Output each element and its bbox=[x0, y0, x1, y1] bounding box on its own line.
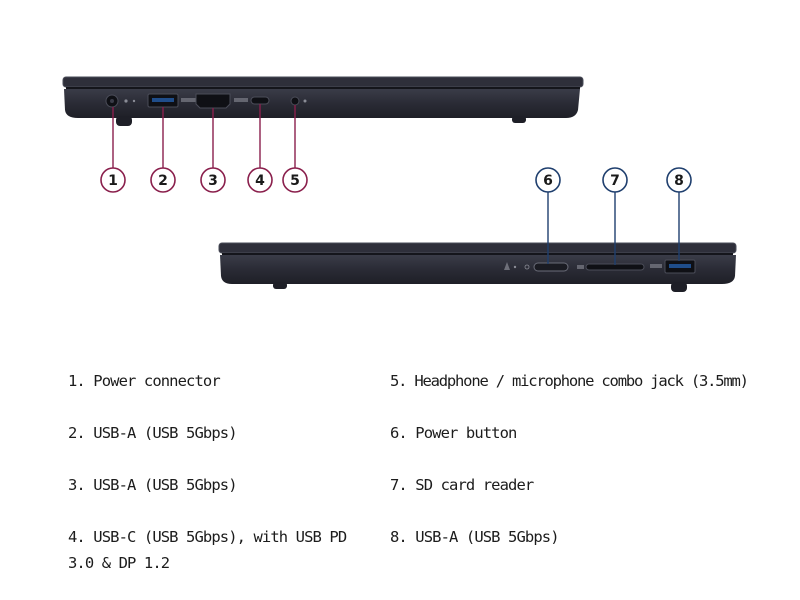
legend-item-3: 3. USB-A (USB 5Gbps) bbox=[68, 472, 368, 498]
legend-item-text: 4. USB-C (USB 5Gbps), with USB PD 3.0 & … bbox=[68, 528, 347, 572]
callout-3: 3 bbox=[200, 167, 226, 193]
laptop-foot bbox=[512, 116, 526, 123]
svg-text:4: 4 bbox=[255, 173, 265, 189]
legend-item-text: 8. USB-A (USB 5Gbps) bbox=[390, 528, 560, 546]
laptop-left-side-view: 1 2 3 4 5 bbox=[62, 76, 584, 193]
legend-item-4: 4. USB-C (USB 5Gbps), with USB PD 3.0 & … bbox=[68, 524, 368, 576]
legend-item-text: 3. USB-A (USB 5Gbps) bbox=[68, 476, 238, 494]
callout-5: 5 bbox=[282, 167, 308, 193]
callout-2: 2 bbox=[150, 167, 176, 193]
callout-6: 6 bbox=[535, 167, 561, 193]
svg-text:7: 7 bbox=[610, 173, 620, 189]
usb-a-port bbox=[650, 259, 696, 274]
sd-card-reader-slot bbox=[577, 263, 645, 271]
power-button bbox=[533, 262, 569, 272]
power-indicator bbox=[504, 262, 530, 270]
svg-text:6: 6 bbox=[543, 173, 553, 189]
legend-item-6: 6. Power button bbox=[390, 420, 780, 446]
power-connector-port bbox=[105, 94, 136, 108]
legend-item-8: 8. USB-A (USB 5Gbps) bbox=[390, 524, 780, 550]
laptop-foot bbox=[273, 282, 287, 289]
laptop-lid bbox=[62, 76, 584, 88]
laptop-foot bbox=[671, 282, 687, 292]
legend-item-text: 5. Headphone / microphone combo jack (3.… bbox=[390, 372, 749, 390]
legend-item-2: 2. USB-A (USB 5Gbps) bbox=[68, 420, 368, 446]
legend-item-1: 1. Power connector bbox=[68, 368, 368, 394]
svg-text:2: 2 bbox=[158, 173, 168, 189]
legend-item-text: 7. SD card reader bbox=[390, 476, 534, 494]
callout-1: 1 bbox=[100, 167, 126, 193]
laptop-right-side-view: 6 7 8 bbox=[218, 167, 737, 292]
laptop-base bbox=[64, 89, 580, 118]
legend-item-text: 2. USB-A (USB 5Gbps) bbox=[68, 424, 238, 442]
callout-8: 8 bbox=[666, 167, 692, 193]
laptop-base bbox=[220, 255, 736, 284]
svg-text:3: 3 bbox=[208, 173, 218, 189]
laptop-foot bbox=[116, 116, 132, 126]
audio-jack-port bbox=[290, 96, 307, 106]
svg-text:1: 1 bbox=[108, 173, 118, 189]
legend-item-7: 7. SD card reader bbox=[390, 472, 780, 498]
laptop-ports-diagram: 1 2 3 4 5 bbox=[62, 76, 737, 292]
laptop-lid bbox=[218, 242, 737, 254]
legend-item-text: 1. Power connector bbox=[68, 372, 221, 390]
hdmi-style-port bbox=[195, 93, 248, 109]
callout-7: 7 bbox=[602, 167, 628, 193]
legend-item-5: 5. Headphone / microphone combo jack (3.… bbox=[390, 368, 790, 394]
usb-c-port bbox=[250, 96, 270, 105]
svg-text:8: 8 bbox=[674, 173, 684, 189]
callout-4: 4 bbox=[247, 167, 273, 193]
svg-text:5: 5 bbox=[290, 173, 300, 189]
legend-item-text: 6. Power button bbox=[390, 424, 517, 442]
